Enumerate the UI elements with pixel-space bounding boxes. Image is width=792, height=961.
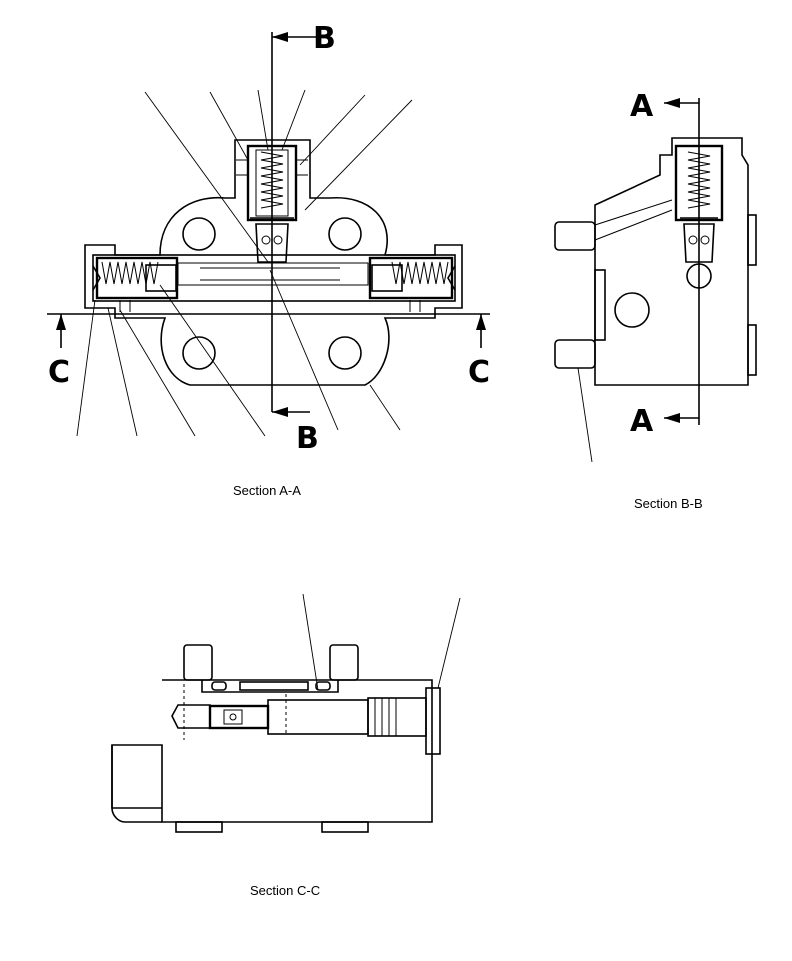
cut-label-b-bottom: B: [296, 421, 319, 456]
cut-label-c-right: C: [468, 355, 490, 390]
section-cc-body-outline: [111, 679, 433, 823]
bolt-hole: [328, 336, 362, 370]
bolt-hole: [182, 217, 216, 251]
top-pin: [329, 644, 359, 681]
cut-label-b-top: B: [313, 21, 336, 56]
section-cc-view: Section C-C: [111, 593, 461, 898]
section-bb-view: A A Section B-B: [554, 89, 757, 511]
upper-stud: [554, 221, 596, 251]
cc-spool: [208, 704, 270, 730]
cut-label-c-left: C: [48, 355, 70, 390]
caption-section-aa: Section A-A: [233, 483, 301, 498]
horizontal-bore: [92, 254, 456, 302]
cut-label-a-bottom: A: [630, 404, 654, 439]
side-knob: [614, 292, 650, 328]
top-pin: [183, 644, 213, 681]
section-aa-leaders: [76, 89, 413, 437]
lower-stud: [554, 339, 596, 369]
bolt-hole: [182, 336, 216, 370]
bolt-hole: [328, 217, 362, 251]
cc-end-plug: [367, 697, 427, 737]
caption-section-cc: Section C-C: [250, 883, 320, 898]
section-aa-view: B B C C Section A-A: [47, 21, 490, 498]
caption-section-bb: Section B-B: [634, 496, 703, 511]
cut-label-a-top: A: [630, 89, 654, 124]
section-bb-body-outline: [594, 137, 749, 386]
